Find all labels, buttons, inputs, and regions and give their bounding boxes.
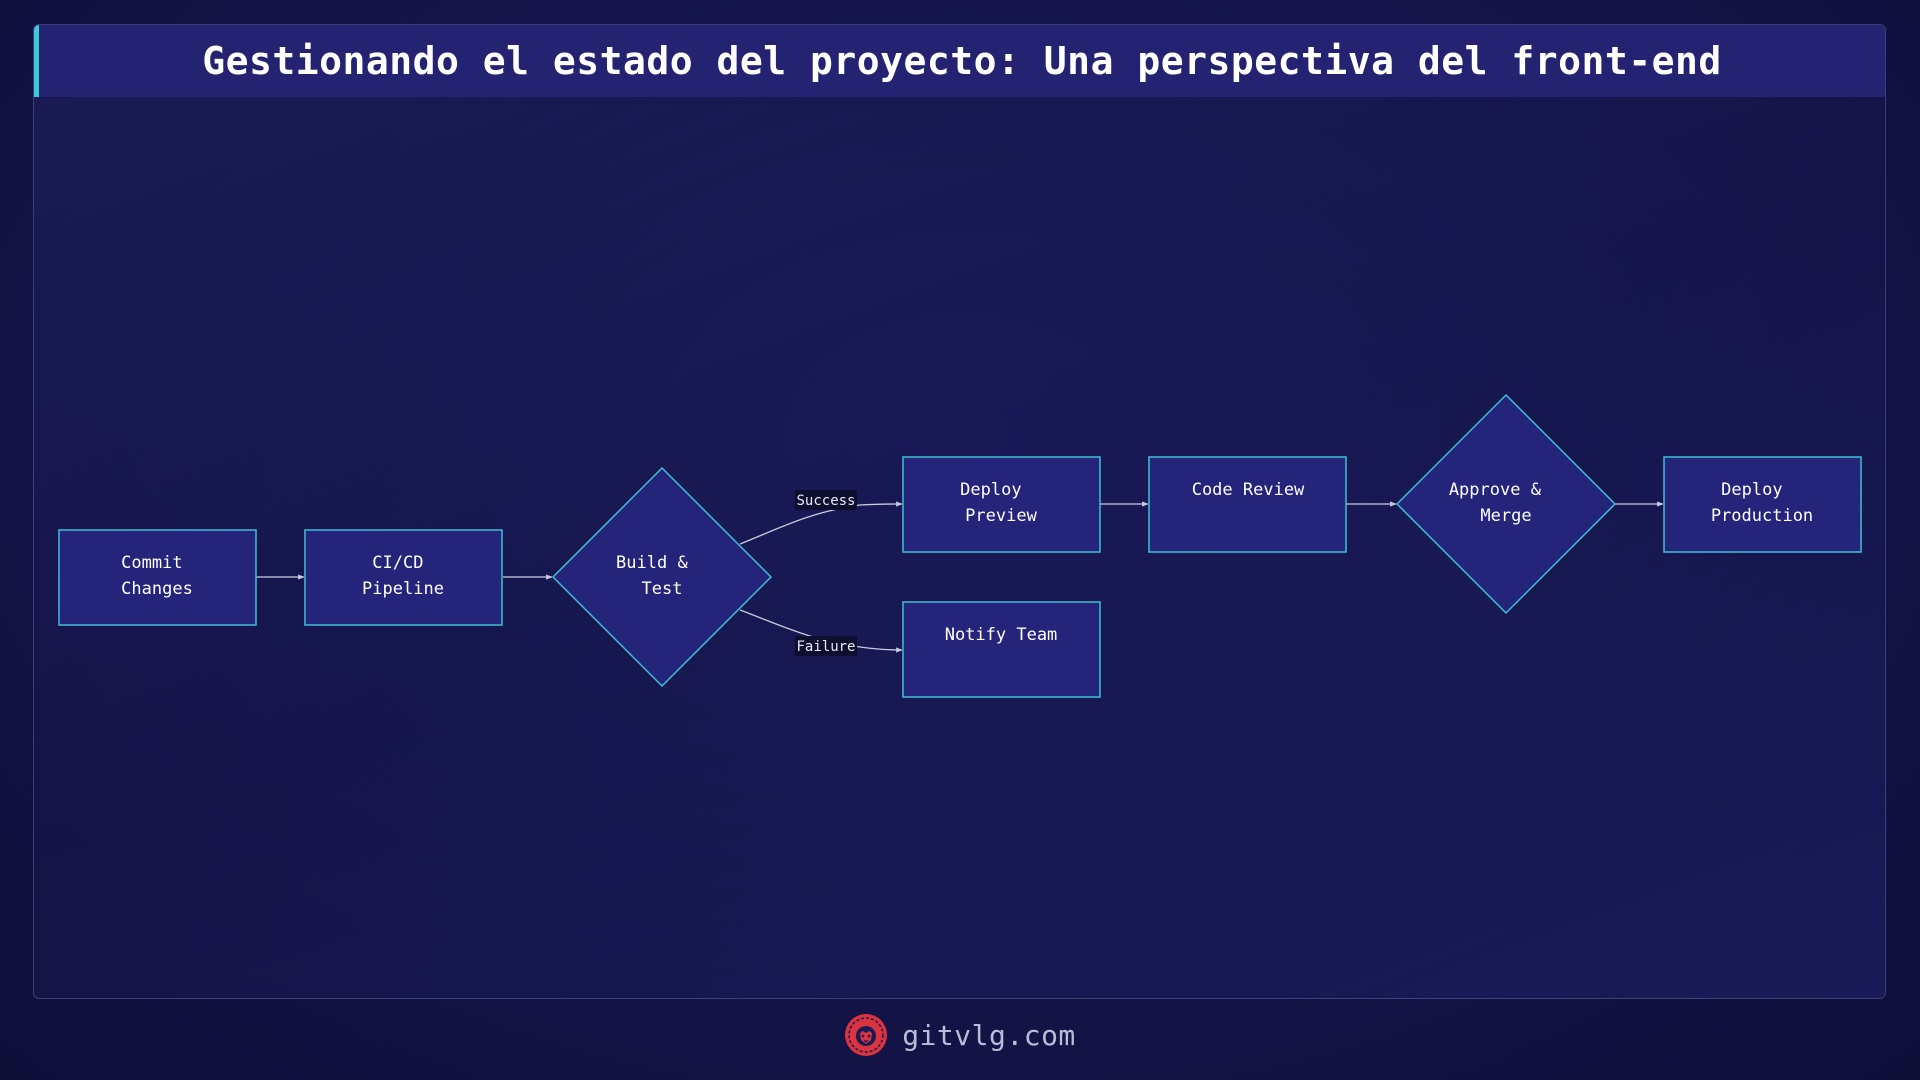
svg-text:Deploy Preview: Deploy Preview — [960, 480, 1037, 526]
svg-text:Deploy Production: Deploy Production — [1711, 480, 1813, 526]
edge-label-success-text: Success — [796, 493, 855, 509]
page-title: Gestionando el estado del proyecto: Una … — [202, 39, 1722, 83]
node-approve-merge[interactable]: Approve & Merge — [1395, 393, 1617, 615]
node-build-line1: Build & — [616, 553, 688, 573]
node-deploy-preview[interactable]: Deploy Preview — [902, 456, 1101, 553]
node-deploy-preview-line1: Deploy — [960, 480, 1021, 500]
node-deploy-production[interactable]: Deploy Production — [1663, 456, 1862, 553]
node-notify-line1: Notify Team — [945, 625, 1058, 645]
node-commit-line1: Commit — [121, 553, 182, 573]
svg-text:Build & Test: Build & Test — [616, 553, 698, 599]
svg-text:Approve & Merge: Approve & Merge — [1449, 480, 1551, 526]
node-commit-changes[interactable]: Commit Changes — [58, 529, 257, 626]
node-approve-line1: Approve & — [1449, 480, 1542, 500]
svg-text:Commit Changes: Commit Changes — [121, 553, 193, 599]
node-build-line2: Test — [642, 579, 683, 599]
node-deploy-prod-line2: Production — [1711, 506, 1813, 526]
node-code-review[interactable]: Code Review — [1148, 456, 1347, 553]
lion-head-icon[interactable] — [844, 1013, 888, 1057]
edge-label-failure-text: Failure — [796, 639, 855, 655]
edge-label-failure: Failure — [795, 636, 857, 656]
footer: gitvlg.com — [0, 1010, 1920, 1060]
title-bar: Gestionando el estado del proyecto: Una … — [34, 25, 1885, 97]
node-cicd-line1: CI/CD — [372, 553, 423, 573]
node-notify-team[interactable]: Notify Team — [902, 601, 1101, 698]
node-commit-line2: Changes — [121, 579, 193, 599]
site-link[interactable]: gitvlg.com — [902, 1018, 1076, 1052]
node-code-review-line1: Code Review — [1192, 480, 1305, 500]
node-deploy-prod-line1: Deploy — [1721, 480, 1782, 500]
edge-label-success: Success — [795, 490, 857, 510]
node-build-test[interactable]: Build & Test — [551, 466, 773, 688]
svg-text:Code Review: Code Review — [1192, 480, 1305, 500]
node-approve-line2: Merge — [1480, 506, 1531, 526]
svg-text:Notify Team: Notify Team — [945, 625, 1058, 645]
node-deploy-preview-line2: Preview — [965, 506, 1037, 526]
node-cicd-line2: Pipeline — [362, 579, 444, 599]
node-cicd-pipeline[interactable]: CI/CD Pipeline — [304, 529, 503, 626]
svg-text:CI/CD Pipeline: CI/CD Pipeline — [362, 553, 444, 599]
